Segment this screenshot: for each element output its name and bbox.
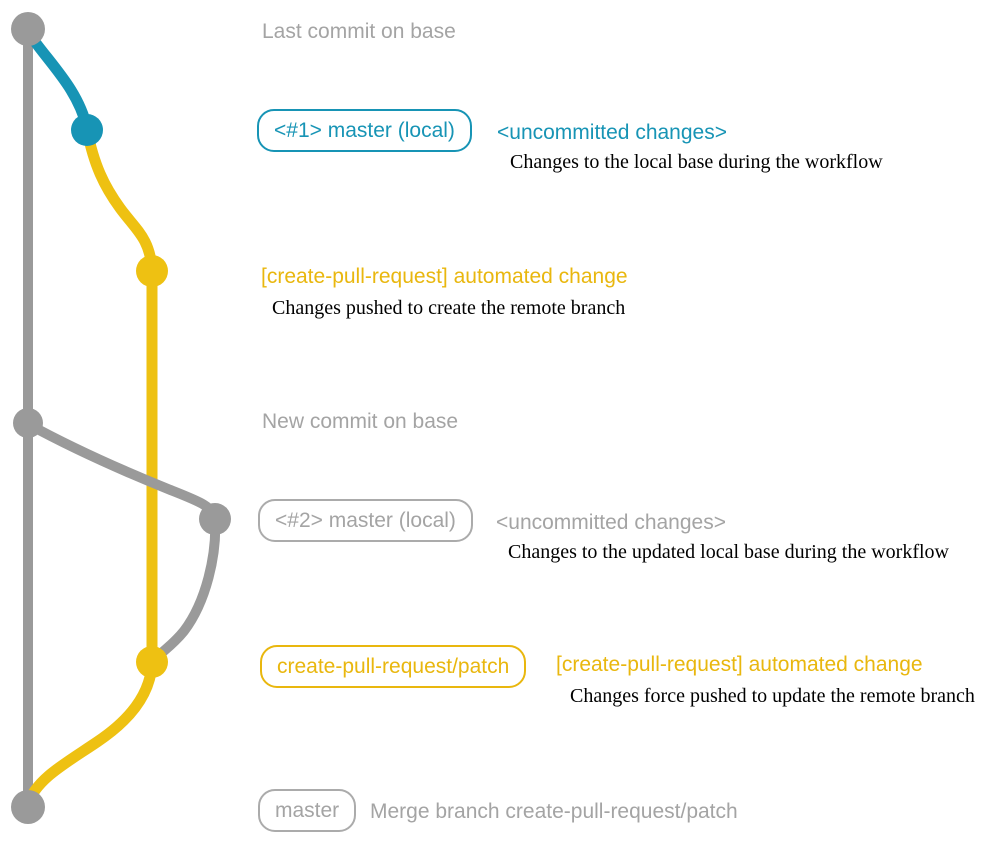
description-force-push-update-remote-branch: Changes force pushed to update the remot… bbox=[570, 685, 975, 707]
branch-badge-master: master bbox=[258, 789, 357, 833]
commit-dot-last-base bbox=[11, 12, 45, 46]
merge-curve bbox=[22, 658, 158, 810]
local-master-branch-curve bbox=[22, 26, 93, 134]
label-uncommitted-changes-2: <uncommitted changes> bbox=[496, 511, 726, 534]
description-updated-local-base-changes: Changes to the updated local base during… bbox=[508, 541, 949, 563]
label-merge-branch: Merge branch create-pull-request/patch bbox=[370, 800, 738, 823]
description-push-create-remote-branch: Changes pushed to create the remote bran… bbox=[272, 297, 626, 319]
label-last-commit-on-base: Last commit on base bbox=[262, 20, 456, 43]
branch-badge-create-pull-request-patch: create-pull-request/patch bbox=[260, 645, 527, 689]
commit-dot-merge bbox=[11, 790, 45, 824]
commit-dot-patch-1 bbox=[136, 255, 168, 287]
rebase-curve-in bbox=[148, 514, 221, 666]
description-local-base-changes: Changes to the local base during the wor… bbox=[510, 151, 883, 173]
label-new-commit-on-base: New commit on base bbox=[262, 410, 459, 433]
branch-badge-master-local-2: <#2> master (local) bbox=[258, 499, 473, 543]
label-automated-change-1: [create-pull-request] automated change bbox=[261, 265, 628, 288]
commit-dot-new-base bbox=[13, 408, 43, 438]
label-automated-change-2: [create-pull-request] automated change bbox=[556, 653, 923, 676]
label-uncommitted-changes-1: <uncommitted changes> bbox=[497, 121, 727, 144]
patch-branch-curve-top bbox=[81, 124, 158, 276]
branch-badge-master-local-1: <#1> master (local) bbox=[257, 109, 472, 153]
rebase-curve-out bbox=[23, 419, 220, 524]
commit-dot-patch-2 bbox=[136, 646, 168, 678]
commit-dot-local-2 bbox=[199, 503, 231, 535]
commit-dot-local-1 bbox=[71, 114, 103, 146]
